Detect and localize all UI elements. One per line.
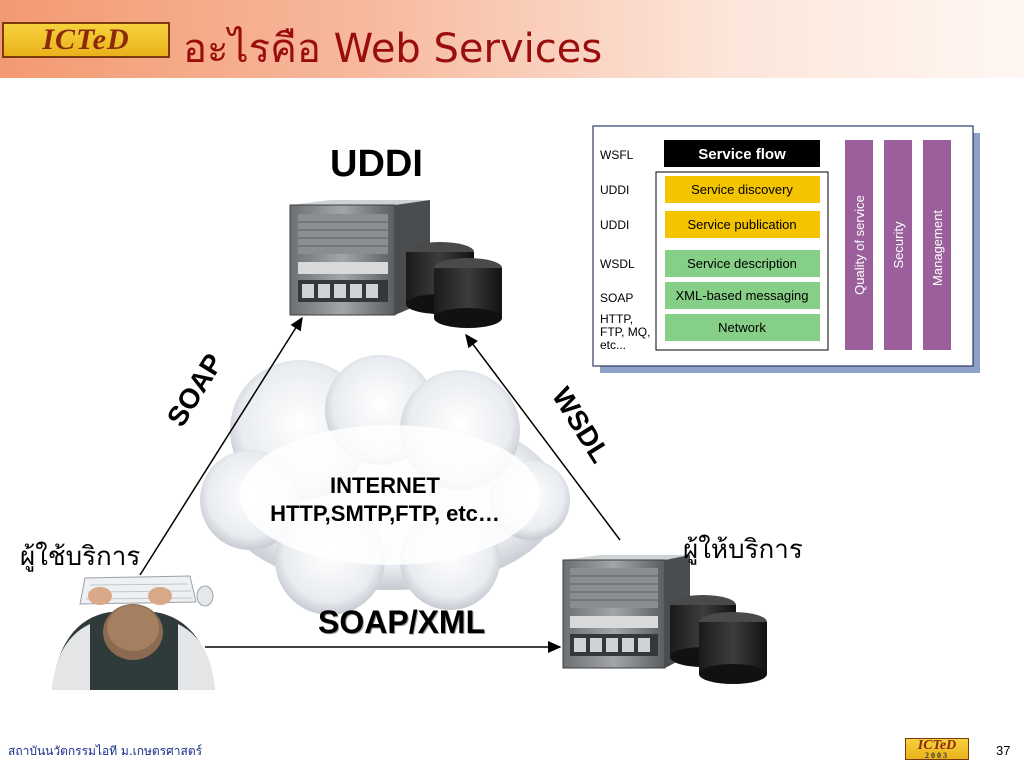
protocol-label-network-line3: etc... (600, 338, 626, 352)
layer-service-publication (665, 211, 820, 238)
footer-logo-text: ICTeD (917, 738, 957, 753)
protocol-label-wsfl: WSFL (600, 148, 634, 162)
layer-label-network: Network (718, 320, 766, 335)
service-provider-label: ผู้ให้บริการ (683, 535, 803, 565)
side-label-management: Management (930, 210, 945, 286)
page-number: 37 (996, 743, 1011, 758)
cloud-label-line1: INTERNET (330, 473, 440, 498)
ictedlogo: ICTeD (2, 22, 170, 58)
protocol-label-network-line2: FTP, MQ, (600, 325, 650, 339)
stack-protocol-labels: WSFL UDDI UDDI WSDL SOAP HTTP, FTP, MQ, … (600, 148, 650, 352)
layer-label-xml-messaging: XML-based messaging (676, 288, 809, 303)
service-user-label: ผู้ใช้บริการ (20, 542, 141, 572)
soap-arrow (139, 316, 303, 576)
protocol-label-uddi-discovery: UDDI (600, 183, 629, 197)
protocol-label-network-line1: HTTP, (600, 312, 633, 326)
layer-service-discovery (665, 176, 820, 203)
layer-label-service-publication: Service publication (687, 217, 796, 232)
protocol-label-uddi-publication: UDDI (600, 218, 629, 232)
layer-label-service-flow: Service flow (698, 146, 786, 163)
side-label-quality: Quality of service (852, 195, 867, 295)
side-column-management (923, 140, 951, 350)
internet-cloud-label: INTERNET HTTP,SMTP,FTP, etc… (240, 472, 530, 528)
uddi-server-icon (289, 200, 502, 328)
user-icon (52, 575, 215, 690)
layer-label-service-discovery: Service discovery (691, 182, 793, 197)
provider-server-icon (562, 555, 767, 684)
layer-service-description (665, 250, 820, 277)
side-label-security: Security (891, 221, 906, 268)
layer-network (665, 314, 820, 341)
slide-title: อะไรคือ Web Services (183, 26, 603, 72)
layer-xml-messaging (665, 282, 820, 309)
side-column-quality (845, 140, 873, 350)
footer-institute: สถาบันนวัตกรรมไอที ม.เกษตรศาสตร์ (8, 744, 203, 758)
cloud-label-line2: HTTP,SMTP,FTP, etc… (270, 501, 500, 526)
protocol-label-soap: SOAP (600, 291, 633, 305)
soap-edge-label: SOAP (161, 348, 229, 432)
layer-label-service-description: Service description (687, 256, 797, 271)
wsdl-arrow (465, 333, 621, 541)
protocol-label-wsdl: WSDL (600, 257, 635, 271)
uddi-label: UDDI (330, 143, 423, 185)
footer-logo: ICTeD 2003 (905, 738, 969, 760)
header-banner: ICTeD อะไรคือ Web Services (0, 0, 1024, 78)
soap-xml-label: SOAP/XML (318, 604, 486, 640)
web-services-stack-panel: WSFL UDDI UDDI WSDL SOAP HTTP, FTP, MQ, … (592, 125, 980, 373)
internet-cloud (200, 355, 570, 615)
side-column-security (884, 140, 912, 350)
layer-service-flow (664, 140, 820, 167)
footer-logo-year: 2003 (925, 751, 949, 760)
